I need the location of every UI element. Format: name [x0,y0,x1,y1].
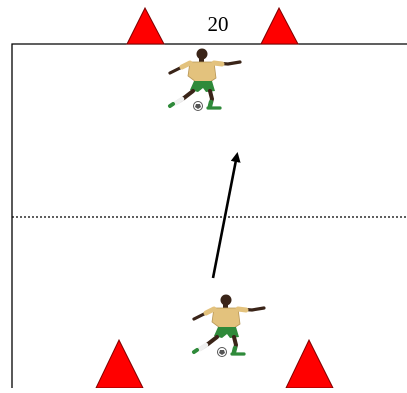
pass-arrow [211,152,241,279]
cone-icon [126,6,165,45]
cone-icon [95,338,144,389]
distance-label: 20 [207,12,229,36]
soccer-player-icon [194,295,264,357]
cone-icon [285,338,334,389]
soccer-player-icon [170,49,240,111]
cone-icon [260,6,299,45]
